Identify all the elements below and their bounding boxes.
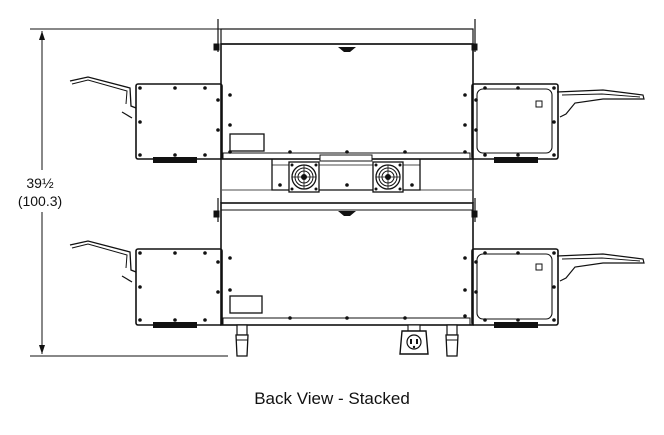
bottom-oven-fasteners	[138, 251, 556, 322]
stacking-spacer	[220, 154, 474, 203]
cooling-fan-icon	[288, 161, 320, 193]
cooling-fan-icon	[372, 161, 404, 193]
power-plug-icon	[399, 324, 429, 355]
figure-caption: Back View - Stacked	[254, 389, 410, 408]
top-oven	[69, 19, 645, 163]
height-dimension	[30, 28, 228, 357]
oven-legs	[235, 324, 459, 357]
height-dimension-metric: (100.3)	[17, 193, 63, 209]
bottom-oven	[69, 198, 645, 328]
top-oven-fasteners	[138, 86, 556, 157]
height-dimension-imperial: 39½	[26, 175, 54, 191]
